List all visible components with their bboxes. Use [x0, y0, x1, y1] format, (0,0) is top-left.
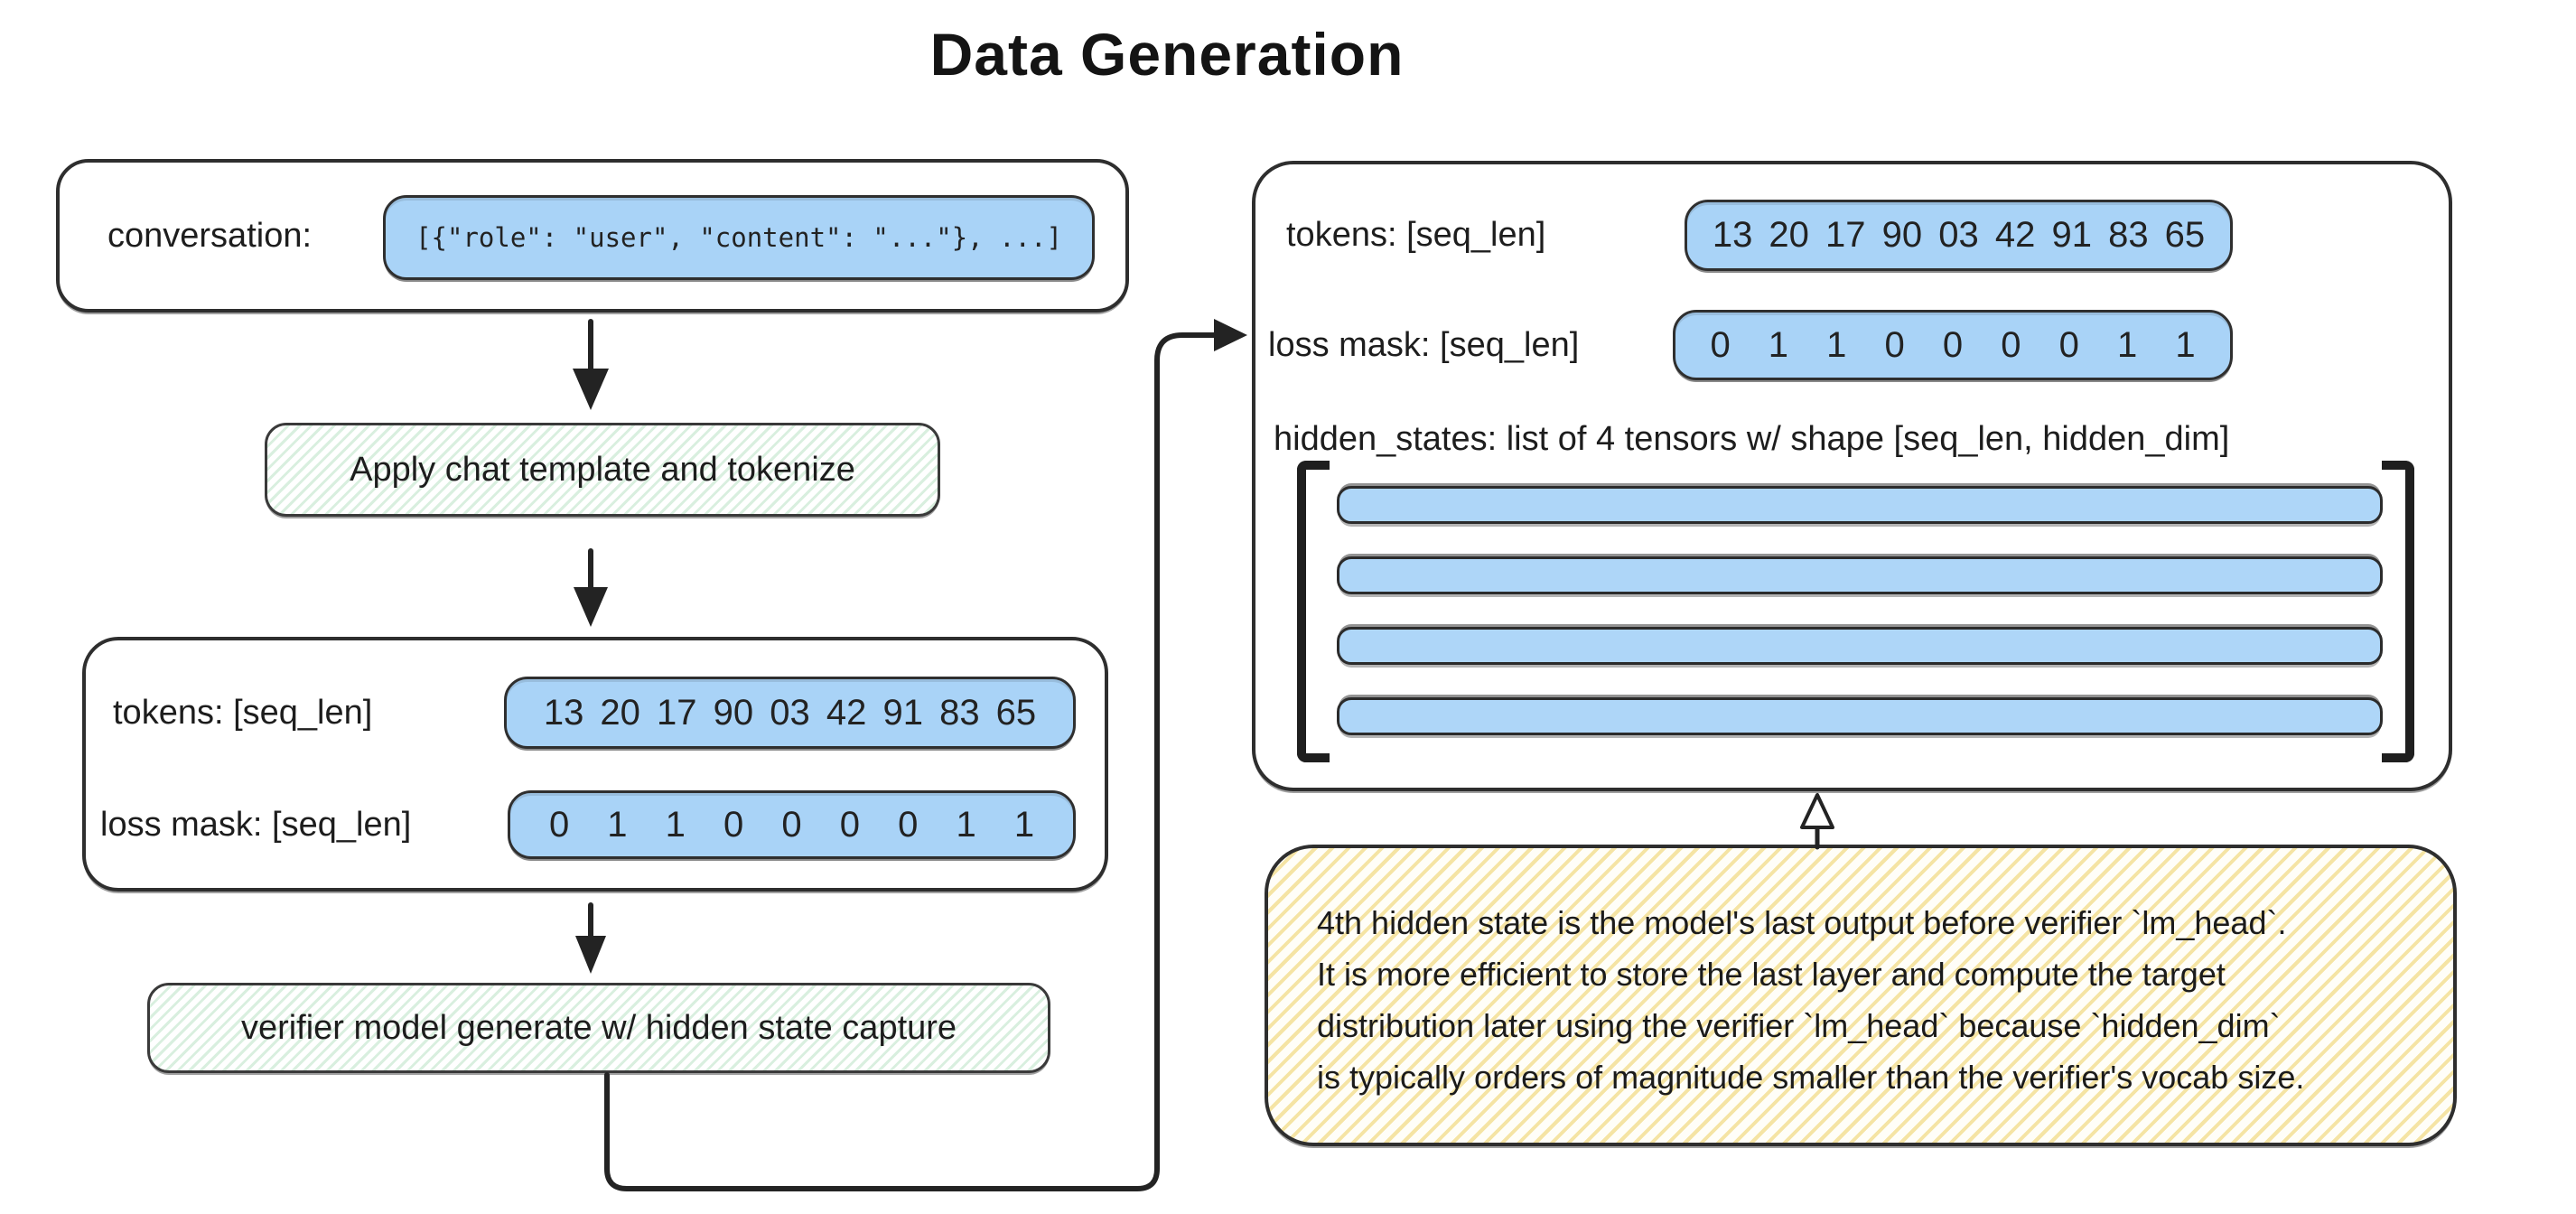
output-loss-mask-values: 0 1 1 0 0 0 0 1 1: [1710, 324, 2196, 365]
page-title: Data Generation: [929, 21, 1405, 88]
generation-output-box: tokens: [seq_len] 13 20 17 90 03 42 91 8…: [1252, 161, 2452, 791]
step-verifier-generate-label: verifier model generate w/ hidden state …: [240, 1008, 957, 1047]
connector-generate-to-output-head-icon: [1214, 319, 1247, 351]
hidden-state-bar: [1337, 486, 2383, 524]
tokenized-output-box: tokens: [seq_len] 13 20 17 90 03 42 91 8…: [82, 637, 1108, 892]
output-loss-mask-pill: 0 1 1 0 0 0 0 1 1: [1673, 310, 2233, 380]
left-bracket-icon: [1297, 461, 1330, 762]
right-bracket-icon: [2382, 461, 2414, 762]
output-tokens-label: tokens: [seq_len]: [1286, 216, 1546, 254]
tokens-label: tokens: [seq_len]: [113, 694, 373, 732]
hidden-state-bar: [1337, 627, 2383, 665]
arrow-note-to-hidden-states-head-icon: [1800, 793, 1834, 829]
loss-mask-pill: 0 1 1 0 0 0 0 1 1: [508, 790, 1076, 859]
hidden-states-note: 4th hidden state is the model's last out…: [1265, 845, 2457, 1146]
note-line: is typically orders of magnitude smaller…: [1317, 1059, 2305, 1096]
arrow-tokenize-to-tokens-head-icon: [574, 587, 608, 627]
hidden-state-bar: [1337, 697, 2383, 735]
tokens-pill: 13 20 17 90 03 42 91 83 65: [504, 677, 1076, 749]
note-line: distribution later using the verifier `l…: [1317, 1007, 2281, 1044]
conversation-box: conversation: [{"role": "user", "content…: [56, 159, 1129, 313]
conversation-label: conversation:: [107, 217, 313, 255]
output-tokens-pill: 13 20 17 90 03 42 91 83 65: [1685, 200, 2233, 271]
arrow-conversation-to-tokenize-head-icon: [573, 369, 609, 410]
note-line: It is more efficient to store the last l…: [1317, 956, 2226, 993]
output-loss-mask-label: loss mask: [seq_len]: [1268, 326, 1580, 364]
conversation-code-pill: [{"role": "user", "content": "..."}, ...…: [383, 195, 1095, 280]
loss-mask-values: 0 1 1 0 0 0 0 1 1: [548, 804, 1035, 845]
hidden-state-bar: [1337, 556, 2383, 594]
conversation-code: [{"role": "user", "content": "..."}, ...…: [415, 222, 1062, 253]
tokens-values: 13 20 17 90 03 42 91 83 65: [543, 692, 1037, 733]
arrow-tokens-to-generate-head-icon: [575, 936, 606, 974]
step-apply-chat-template: Apply chat template and tokenize: [265, 423, 940, 517]
note-line: 4th hidden state is the model's last out…: [1317, 904, 2287, 941]
step-verifier-generate: verifier model generate w/ hidden state …: [147, 983, 1050, 1073]
step-apply-chat-template-label: Apply chat template and tokenize: [350, 450, 855, 489]
output-tokens-values: 13 20 17 90 03 42 91 83 65: [1712, 215, 2206, 255]
loss-mask-label: loss mask: [seq_len]: [100, 806, 412, 844]
hidden-states-label: hidden_states: list of 4 tensors w/ shap…: [1274, 420, 2230, 458]
